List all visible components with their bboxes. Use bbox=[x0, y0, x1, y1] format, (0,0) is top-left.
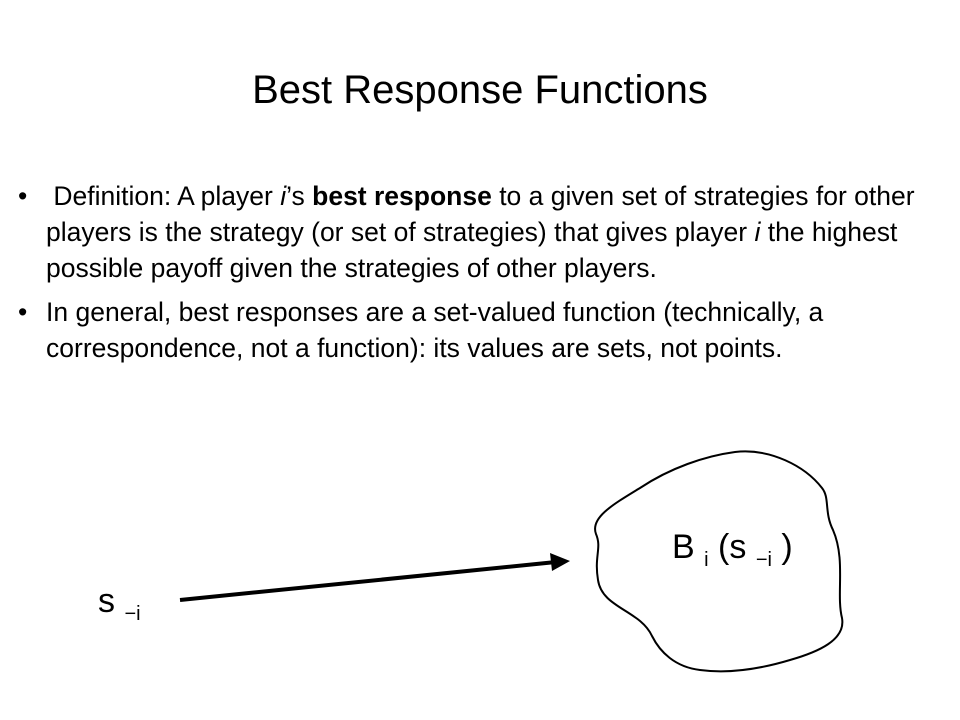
bullet-dot-icon: • bbox=[18, 181, 28, 211]
set-label: B i (s −i ) bbox=[672, 528, 793, 574]
slide-title: Best Response Functions bbox=[252, 68, 708, 112]
set-blob bbox=[594, 450, 844, 673]
arrowhead-icon bbox=[550, 553, 570, 571]
bullet-list: • Definition: A player i’s best response… bbox=[18, 178, 928, 366]
bullet-text: Definition: A player i’s best response t… bbox=[46, 181, 915, 283]
bullet-definition: • Definition: A player i’s best response… bbox=[18, 178, 928, 286]
input-label: s −i bbox=[98, 582, 141, 625]
mapping-arrow-line bbox=[179, 560, 557, 602]
bullet-dot-icon: • bbox=[18, 297, 28, 327]
bullet-text: In general, best responses are a set-val… bbox=[46, 297, 824, 363]
bullet-general: • In general, best responses are a set-v… bbox=[18, 294, 928, 366]
